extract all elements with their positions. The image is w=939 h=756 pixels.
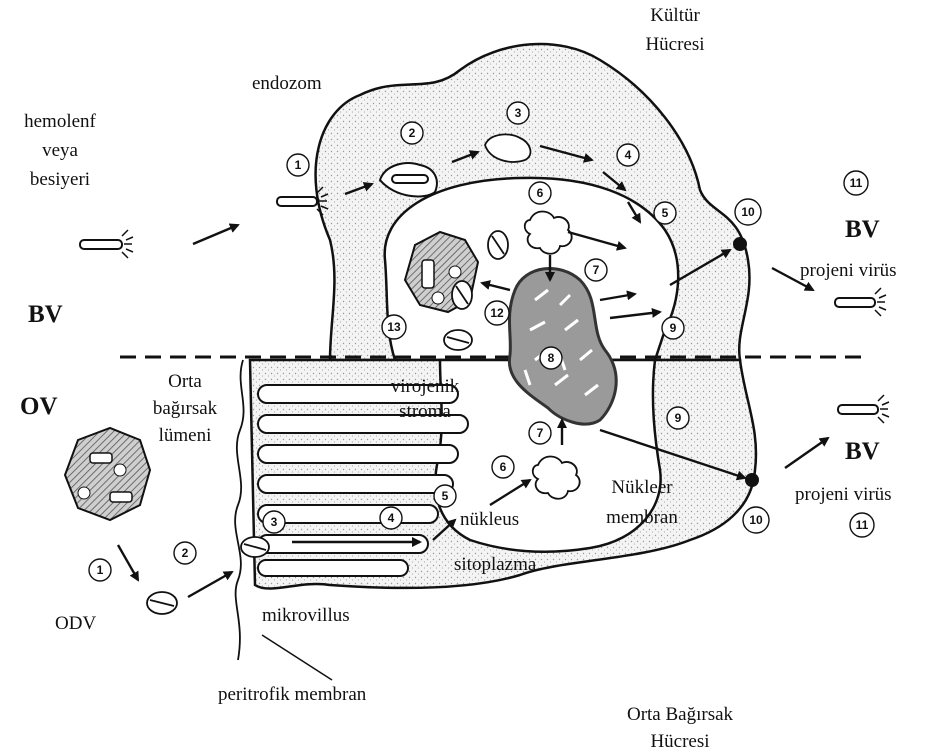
step-marker-m7: 7: [529, 422, 551, 444]
svg-text:5: 5: [442, 489, 449, 503]
svg-text:2: 2: [182, 546, 189, 560]
svg-text:7: 7: [593, 263, 600, 277]
svg-text:3: 3: [515, 106, 522, 120]
peritrophic-membrane-pointer: [262, 635, 332, 680]
step-marker-c1: 1: [287, 154, 309, 176]
step-marker-m4: 4: [380, 507, 402, 529]
label-projeni-virus-top: projeni virüs: [800, 259, 897, 282]
step-marker-c11: 11: [844, 171, 868, 195]
bv-virion-progeny-bottom: [838, 395, 889, 423]
svg-text:11: 11: [850, 176, 863, 190]
step-marker-c12: 12: [485, 301, 509, 325]
label-ov: OV: [20, 395, 58, 418]
step-marker-c10: 10: [735, 199, 761, 225]
label-peritrofik-membran: peritrofik membran: [218, 683, 366, 706]
svg-text:4: 4: [388, 511, 395, 525]
step-marker-m3: 3: [263, 511, 285, 533]
step-marker-m6: 6: [492, 456, 514, 478]
svg-text:1: 1: [295, 158, 302, 172]
svg-text:7: 7: [537, 426, 544, 440]
label-sitoplazma: sitoplazma: [454, 553, 536, 576]
svg-text:12: 12: [490, 306, 504, 320]
label-odv: ODV: [55, 612, 96, 635]
step-marker-c3: 3: [507, 102, 529, 124]
svg-text:10: 10: [749, 513, 763, 527]
step-marker-m5: 5: [434, 485, 456, 507]
step-marker-m2: 2: [174, 542, 196, 564]
svg-text:6: 6: [500, 460, 507, 474]
bv-virion-left: [80, 230, 133, 258]
svg-text:3: 3: [271, 515, 278, 529]
step-marker-c5: 5: [654, 202, 676, 224]
svg-text:5: 5: [662, 206, 669, 220]
svg-text:9: 9: [670, 321, 677, 335]
label-nukleus: nükleus: [460, 508, 519, 531]
label-bv-left: BV: [28, 303, 63, 326]
step-marker-m10: 10: [743, 507, 769, 533]
step-marker-c6: 6: [529, 182, 551, 204]
step-marker-m9: 9: [667, 407, 689, 429]
svg-text:13: 13: [387, 320, 401, 334]
budding-site-top: [733, 237, 747, 251]
label-bv-top: BV: [845, 218, 880, 241]
svg-text:10: 10: [741, 205, 755, 219]
svg-text:6: 6: [537, 186, 544, 200]
step-marker-c9: 9: [662, 317, 684, 339]
svg-text:9: 9: [675, 411, 682, 425]
svg-text:8: 8: [548, 351, 555, 365]
step-marker-c2: 2: [401, 122, 423, 144]
label-projeni-virus-bottom: projeni virüs: [795, 483, 892, 506]
peritrophic-membrane-line: [235, 360, 243, 660]
label-endozom: endozom: [252, 72, 322, 95]
step-marker-m11: 11: [850, 513, 874, 537]
label-bv-bottom: BV: [845, 440, 880, 463]
svg-text:1: 1: [97, 563, 104, 577]
svg-text:4: 4: [625, 148, 632, 162]
step-marker-c8: 8: [540, 347, 562, 369]
step-marker-m1: 1: [89, 559, 111, 581]
bv-virion-progeny-top: [835, 288, 886, 316]
step-marker-c13: 13: [382, 315, 406, 339]
svg-text:11: 11: [856, 518, 869, 532]
label-mikrovillus: mikrovillus: [262, 604, 350, 627]
step-marker-c4: 4: [617, 144, 639, 166]
svg-text:2: 2: [409, 126, 416, 140]
budding-site-bottom: [745, 473, 759, 487]
step-marker-c7: 7: [585, 259, 607, 281]
